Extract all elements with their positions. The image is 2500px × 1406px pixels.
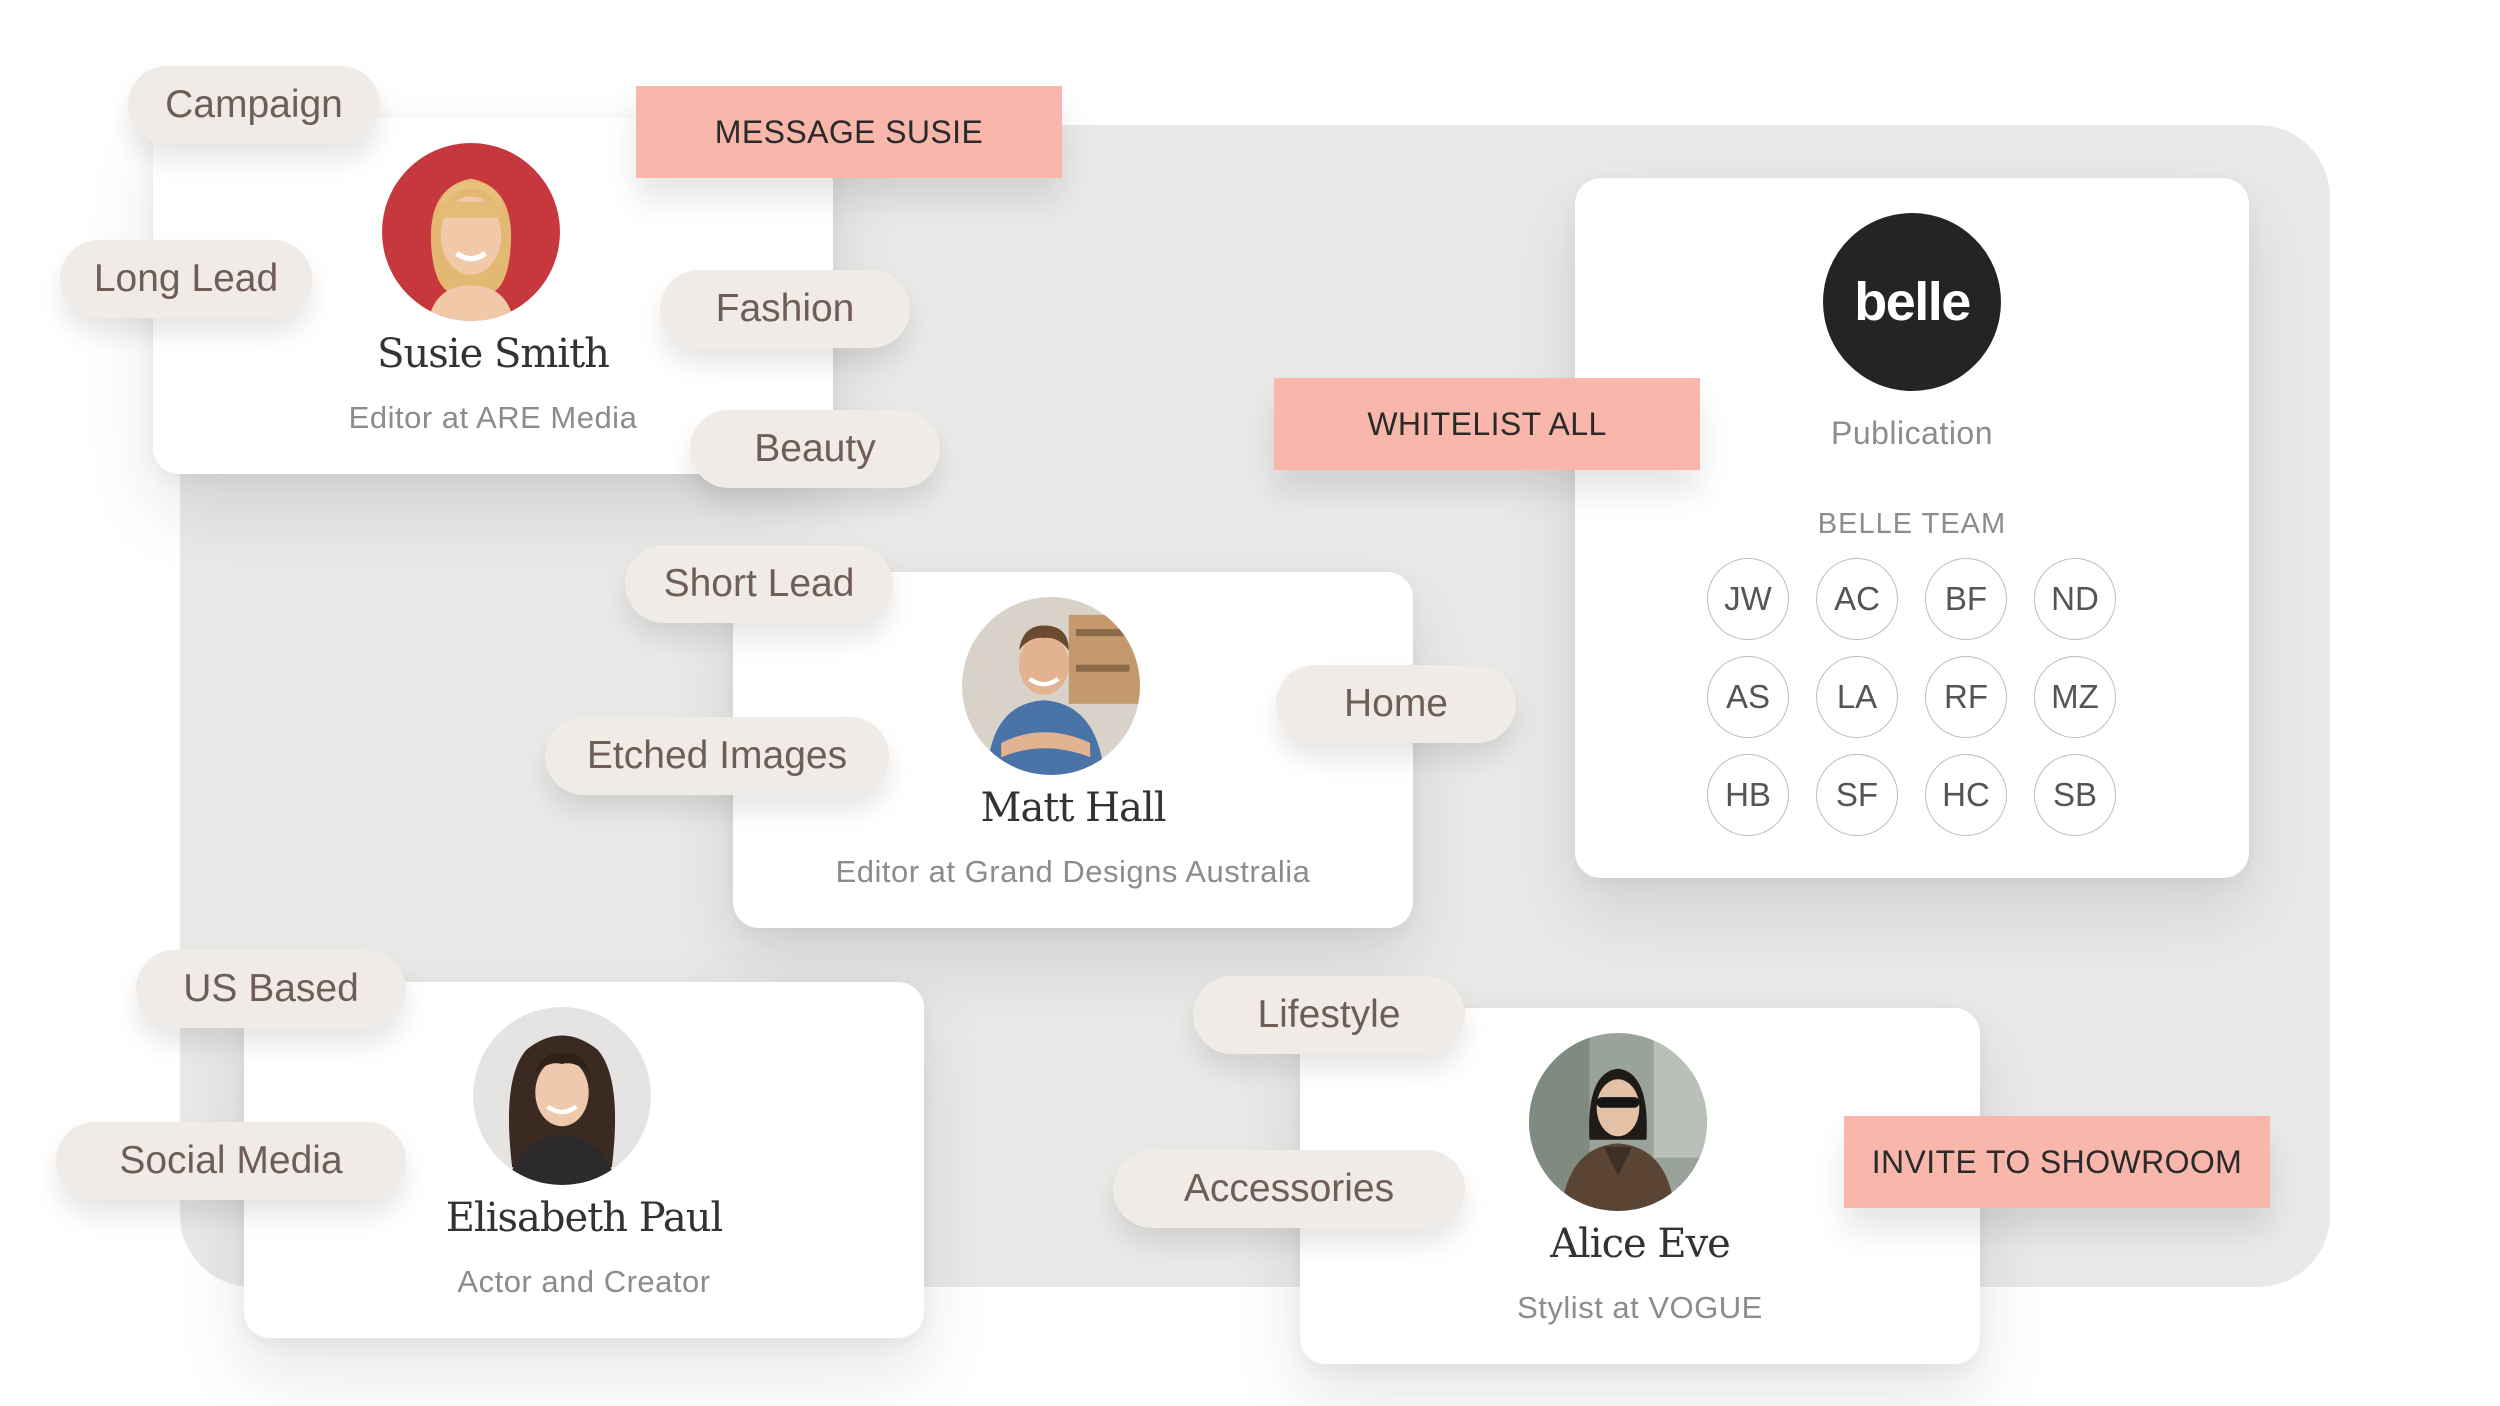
- avatar: [962, 597, 1140, 775]
- tag-fashion[interactable]: Fashion: [660, 270, 910, 348]
- tag-etched-images[interactable]: Etched Images: [545, 717, 889, 795]
- contact-name: Susie Smith: [377, 331, 610, 377]
- whitelist-all-button[interactable]: WHITELIST ALL: [1274, 378, 1700, 470]
- tag-accessories[interactable]: Accessories: [1113, 1150, 1465, 1228]
- tag-campaign[interactable]: Campaign: [128, 66, 380, 144]
- contact-role: Actor and Creator: [457, 1264, 711, 1299]
- tag-lifestyle[interactable]: Lifestyle: [1193, 976, 1465, 1054]
- team-member-avatar[interactable]: JW: [1707, 558, 1789, 640]
- tag-us-based[interactable]: US Based: [136, 950, 406, 1028]
- team-member-avatar[interactable]: ND: [2034, 558, 2116, 640]
- avatar: [473, 1007, 651, 1185]
- team-member-grid: JW AC BF ND AS LA RF MZ HB SF HC SB: [1707, 558, 2117, 840]
- publication-logo: belle: [1823, 213, 2001, 391]
- team-member-avatar[interactable]: AS: [1707, 656, 1789, 738]
- team-member-avatar[interactable]: SB: [2034, 754, 2116, 836]
- contact-role: Editor at ARE Media: [348, 400, 638, 435]
- team-member-avatar[interactable]: MZ: [2034, 656, 2116, 738]
- tag-beauty[interactable]: Beauty: [690, 410, 940, 488]
- contact-name: Matt Hall: [980, 785, 1167, 831]
- team-member-avatar[interactable]: RF: [1925, 656, 2007, 738]
- team-title: BELLE TEAM: [1817, 508, 2007, 540]
- team-member-avatar[interactable]: BF: [1925, 558, 2007, 640]
- avatar: [1529, 1033, 1707, 1211]
- contact-name: Alice Eve: [1550, 1221, 1731, 1267]
- team-member-avatar[interactable]: AC: [1816, 558, 1898, 640]
- team-member-avatar[interactable]: LA: [1816, 656, 1898, 738]
- tag-home[interactable]: Home: [1276, 665, 1516, 743]
- tag-social-media[interactable]: Social Media: [56, 1122, 406, 1200]
- contact-name: Elisabeth Paul: [445, 1195, 724, 1241]
- publication-type-label: Publication: [1830, 415, 1994, 451]
- tag-long-lead[interactable]: Long Lead: [60, 240, 312, 318]
- avatar: [382, 143, 560, 321]
- tag-short-lead[interactable]: Short Lead: [625, 545, 893, 623]
- contact-role: Editor at Grand Designs Australia: [835, 854, 1311, 889]
- message-susie-button[interactable]: MESSAGE SUSIE: [636, 86, 1062, 178]
- team-member-avatar[interactable]: HB: [1707, 754, 1789, 836]
- invite-to-showroom-button[interactable]: INVITE TO SHOWROOM: [1844, 1116, 2270, 1208]
- team-member-avatar[interactable]: SF: [1816, 754, 1898, 836]
- contact-role: Stylist at VOGUE: [1517, 1290, 1763, 1325]
- team-member-avatar[interactable]: HC: [1925, 754, 2007, 836]
